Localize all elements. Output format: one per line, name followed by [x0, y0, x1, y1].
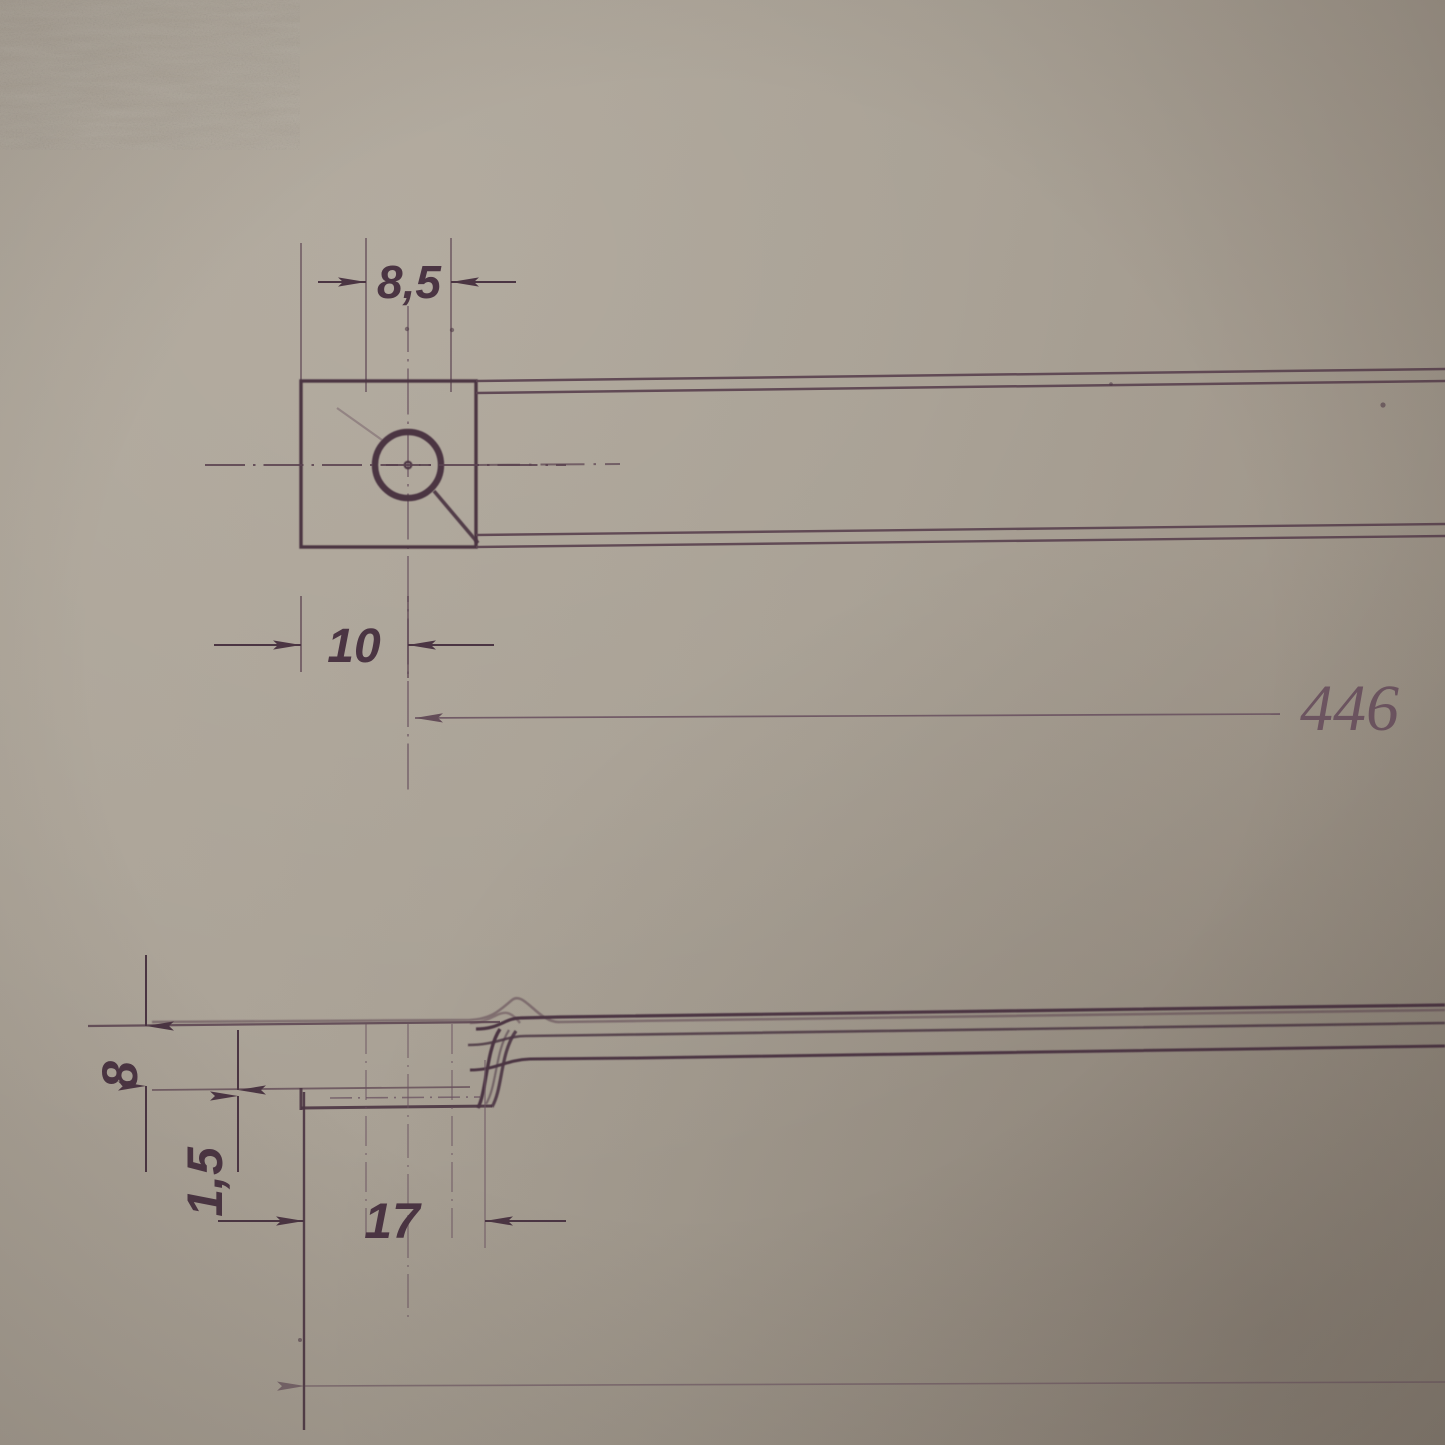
flat-tail-centreline [329, 1096, 481, 1099]
top-view-extension-lines [300, 238, 452, 392]
dim-446-line [414, 713, 1281, 723]
flat-tail-bottom-edge [300, 1104, 493, 1110]
dim-label-1-5: 1,5 [177, 1146, 233, 1217]
joggle-upper-edge-inner [467, 1021, 1445, 1047]
bottom-open-dimension [276, 1381, 1445, 1391]
joggle-upper-edge [475, 1003, 1445, 1031]
dimension-1-5: 1,5 [177, 1030, 266, 1217]
dim-label-8-5: 8,5 [377, 256, 442, 308]
dimension-8: 8 [92, 955, 174, 1172]
diagonal-leader-line [336, 407, 480, 545]
strip-top-view [475, 367, 1445, 549]
dim-label-8: 8 [92, 1061, 148, 1089]
side-view-construction-verticals [365, 1024, 486, 1320]
strip-top-edge-b [475, 379, 1445, 395]
joggle-bend-front [476, 1028, 502, 1109]
scan-specks [298, 326, 1386, 1342]
joggle-profile [151, 996, 1445, 1109]
dimension-446: 446 [414, 672, 1399, 745]
strip-top-edge-a [475, 367, 1445, 383]
strip-bottom-edge-b [475, 534, 1445, 549]
ref-line-mid [151, 1086, 471, 1091]
joggle-lower-edge [469, 1044, 1445, 1072]
dimension-17: 17 [218, 1193, 566, 1249]
dimension-10: 10 [214, 596, 494, 678]
strip-centreline-right [475, 463, 621, 466]
dim-label-17: 17 [364, 1193, 422, 1249]
dimension-8-5: 8,5 [318, 256, 516, 308]
joggle-bend-mid [485, 1029, 510, 1105]
bottom-open-dim-line [276, 1381, 1445, 1391]
ref-line-upper [87, 1020, 501, 1028]
dim-label-10: 10 [327, 620, 381, 673]
dim-label-446: 446 [1300, 672, 1399, 745]
strip-bottom-edge-a [475, 522, 1445, 537]
joggle-bend-back [490, 1030, 518, 1108]
joggle-top-contour-ghost [151, 996, 1445, 1024]
side-view-reference-lines [87, 1020, 501, 1110]
